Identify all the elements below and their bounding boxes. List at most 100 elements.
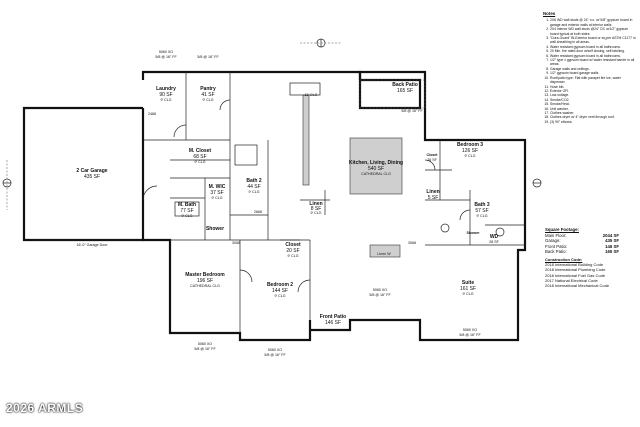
linen-small-area: 5 SF xyxy=(428,195,439,201)
dim-btm-2: 5/8 @ 16" FF xyxy=(264,353,286,357)
note-item: 1/2" gypsum board garage walls. xyxy=(550,71,637,75)
master-bedroom-name: Master Bedroom xyxy=(185,272,225,278)
room-m-bath: M. Bath 77 SF 9' CLG xyxy=(178,202,196,218)
bedroom2-name: Bedroom 2 xyxy=(267,282,293,288)
note-item: Water resistant gypsum board in all bath… xyxy=(550,54,637,58)
laundry-name: Laundry xyxy=(156,86,176,92)
header-3: 5060 XO xyxy=(463,328,477,332)
bedroom2-area: 144 SF xyxy=(272,288,288,294)
linen-small-name: Linen xyxy=(426,189,439,195)
bath2-area: 44 SF xyxy=(247,184,260,190)
m-wic-clg: 9' CLG xyxy=(211,196,222,200)
note-item: 2X6 WD wall studs @ 24" o.c. w/ 5/8" gyp… xyxy=(550,18,637,27)
closet3-area: 26 SF xyxy=(427,158,437,162)
room-closet: Closet 20 SF 9' CLG xyxy=(285,242,301,258)
room-pantry: Pantry 41 SF 9' CLG xyxy=(200,86,216,102)
laundry-area: 90 SF xyxy=(159,92,172,98)
pantry-area: 41 SF xyxy=(201,92,214,98)
bath3-area: 57 SF xyxy=(475,208,488,214)
closet-name: Closet xyxy=(285,242,301,248)
sf-label: Garage: xyxy=(545,238,561,244)
dimension-callouts: 5/8 @ 16" FF 5/8 @ 16" FF 5/8 @ 16" FF 5… xyxy=(148,50,481,357)
note-item: Exterior GFI. xyxy=(550,89,637,93)
m-bath-name: M. Bath xyxy=(178,202,196,208)
suite-clg: 9' CLG xyxy=(462,292,473,296)
door-tag-d: 2468 xyxy=(148,112,156,116)
sf-label: Back Patio: xyxy=(545,249,567,255)
linen-w-label: Linen W xyxy=(377,252,391,256)
note-item: Smoke/Heat. xyxy=(550,102,637,106)
dining-clg: 11' CLG xyxy=(305,93,318,97)
closet-clg: 9' CLG xyxy=(287,254,298,258)
m-bath-clg: 9' CLG xyxy=(181,214,192,218)
m-bath-area: 77 SF xyxy=(180,208,193,214)
wd-area: 28 SF xyxy=(489,240,499,244)
back-patio-area: 165 SF xyxy=(397,88,413,94)
room-back-patio: Back Patio 165 SF xyxy=(392,82,418,94)
square-footage-row: Garage:435 SF xyxy=(545,238,619,244)
kitchen-area: 540 SF xyxy=(368,166,384,172)
note-item: Roof/patio type: Flat with parapet fire … xyxy=(550,76,637,85)
dim-top-2: 5/8 @ 16" FF xyxy=(197,55,219,59)
code-item: 2018 International Building Code xyxy=(545,262,604,268)
note-item: "Dura-Guard" Bi-Exterior board or eq per… xyxy=(550,36,637,45)
master-bedroom-area: 196 SF xyxy=(197,278,213,284)
exterior-walls xyxy=(22,70,527,342)
suite-name: Suite xyxy=(462,280,474,286)
closet3-name: Closet xyxy=(427,153,439,157)
square-footage-title: Square Footage: xyxy=(545,227,579,232)
sf-label: Main Floor: xyxy=(545,232,567,238)
note-item: Smoke/CO2. xyxy=(550,98,637,102)
dim-btm-1: 5/8 @ 16" FF xyxy=(194,347,216,351)
dim-top-1: 5/8 @ 16" FF xyxy=(155,55,177,59)
sf-label: Front Patio: xyxy=(545,243,568,249)
m-closet-name: M. Closet xyxy=(189,148,212,154)
garage-area: 435 SF xyxy=(84,174,100,180)
header-2: 5060 XO xyxy=(268,348,282,352)
code-item: 2018 International Plumbing Code xyxy=(545,267,606,273)
suite-area: 161 SF xyxy=(460,286,476,292)
pantry-clg: 9' CLG xyxy=(202,98,213,102)
armls-watermark: 2026 ARMLS xyxy=(6,401,84,415)
room-front-patio: Front Patio 146 SF xyxy=(320,314,346,326)
note-item: 1/2" type x gypsum board w/ water resist… xyxy=(550,58,637,67)
room-wd: WD 28 SF xyxy=(489,234,499,244)
code-item: 2018 International Mechanical Code xyxy=(545,283,610,289)
notes-panel: Notes 2X6 WD wall studs @ 24" o.c. w/ 5/… xyxy=(543,10,637,124)
bath2-name: Bath 2 xyxy=(246,178,262,184)
bedroom2-clg: 9' CLG xyxy=(274,294,285,298)
garage-name: 2 Car Garage xyxy=(76,168,107,174)
door-tag-c: 3068 xyxy=(408,241,416,245)
front-patio-name: Front Patio xyxy=(320,314,346,320)
room-linen-mid: Linen 8 SF 9' CLG xyxy=(309,201,322,215)
note-item: Clothes washer. xyxy=(550,111,637,115)
shower3-name: Shower xyxy=(467,231,481,235)
note-item: Low-voltage. xyxy=(550,93,637,97)
construction-code-panel: Construction Code: 2018 International Bu… xyxy=(545,257,637,288)
code-item: 2017 National Electrical Code xyxy=(545,277,598,283)
room-laundry: Laundry 90 SF 9' CLG xyxy=(156,86,176,102)
room-shower-master: Shower xyxy=(206,226,224,232)
room-m-closet: M. Closet 68 SF 9' CLG xyxy=(189,148,212,164)
m-wic-name: M. WIC xyxy=(209,184,226,190)
header-5: 5060 XO xyxy=(373,288,387,292)
linen-mid-area: 8 SF xyxy=(311,206,322,212)
door-tag-a: 3068 xyxy=(232,241,240,245)
note-item: Garage walls and ceilings. xyxy=(550,67,637,71)
shower-master-name: Shower xyxy=(206,226,224,232)
note-item: Unit washer. xyxy=(550,107,637,111)
dim-top-3: 5/8 @ 16" FF xyxy=(401,109,423,113)
door-tag-b: 2668 xyxy=(254,210,262,214)
linen-mid-clg: 9' CLG xyxy=(310,211,321,215)
master-bedroom-clg: CATHEDRAL CLG xyxy=(190,284,220,288)
dim-btm-4: 5/8 @ 16" FF xyxy=(459,333,481,337)
sf-value: 146 SF xyxy=(605,243,619,249)
room-bath2: Bath 2 44 SF 9' CLG xyxy=(246,178,262,194)
sf-value: 2044 SF xyxy=(602,232,619,238)
wd-name: WD xyxy=(490,234,499,240)
room-kitchen: Kitchen, Living, Dining 540 SF CATHEDRAL… xyxy=(305,93,403,256)
note-item: 20 Min. fire rated door w/self closing, … xyxy=(550,49,637,53)
